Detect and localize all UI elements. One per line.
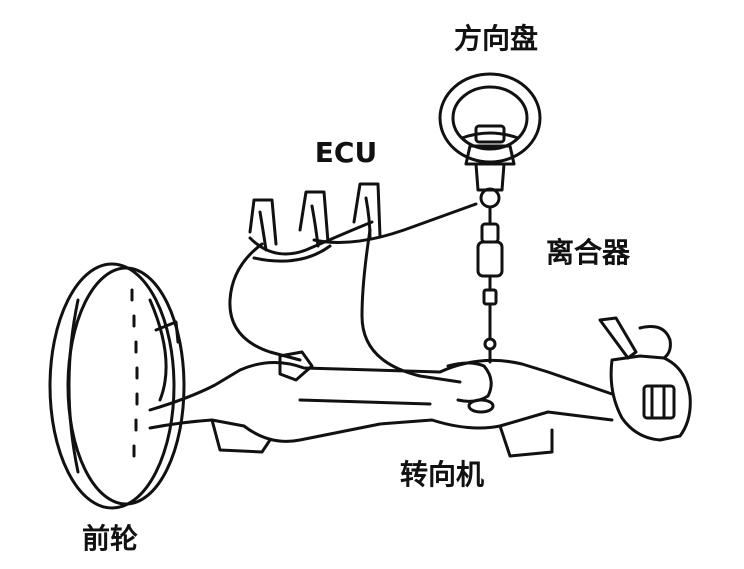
- steering-wheel-label: 方向盘: [454, 22, 538, 55]
- steering-wheel: [438, 72, 542, 224]
- front-axle: [148, 350, 614, 458]
- right-hub: [598, 316, 692, 442]
- clutch-assembly: [476, 222, 504, 364]
- front-wheel: [48, 262, 186, 510]
- ecu-cables: [228, 202, 478, 384]
- steering-gear-label: 转向机: [400, 458, 484, 491]
- ecu-label: ECU: [315, 136, 377, 169]
- front-wheel-label: 前轮: [82, 522, 138, 555]
- clutch-label: 离合器: [546, 236, 631, 269]
